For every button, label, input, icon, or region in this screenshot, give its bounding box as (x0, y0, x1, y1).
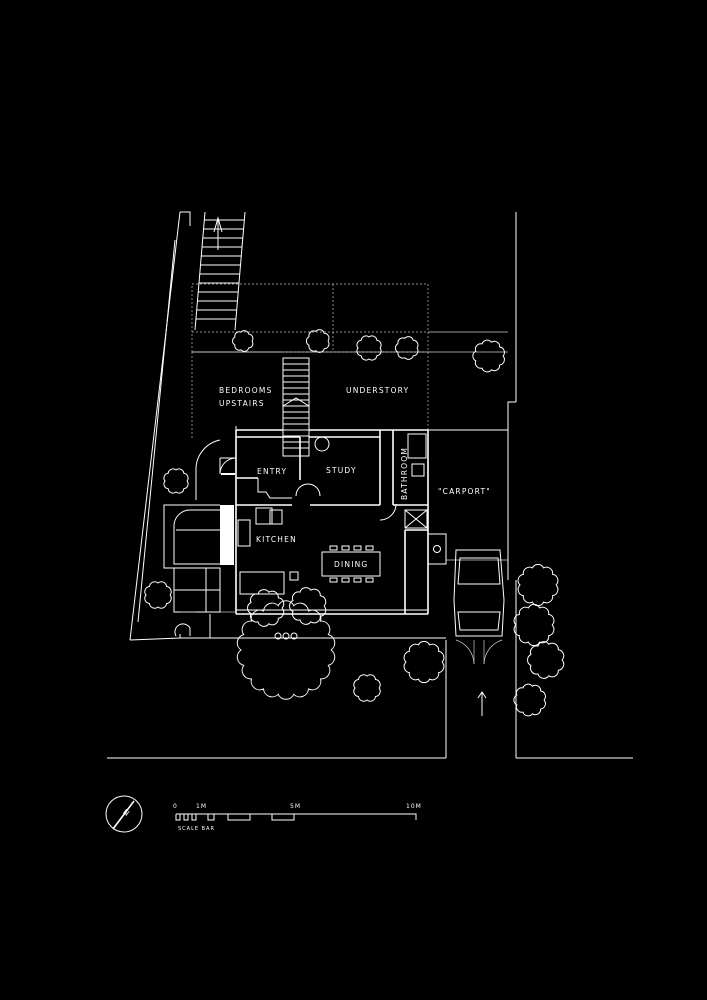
tree (517, 563, 559, 607)
label-bathroom: BATHROOM (400, 447, 409, 500)
label-bedrooms: BEDROOMS (219, 386, 273, 395)
chair (353, 577, 362, 583)
chair (341, 545, 350, 551)
chair (329, 577, 338, 583)
chair (341, 577, 350, 583)
scale-bar: 0 1M 5M 10M SCALE BAR (173, 803, 422, 832)
label-kitchen: KITCHEN (256, 535, 297, 544)
label-study: STUDY (326, 466, 357, 475)
label-dining: DINING (334, 560, 368, 569)
tree (513, 683, 546, 717)
north-arrow: N (105, 795, 143, 833)
tree (513, 603, 555, 647)
tree (144, 581, 172, 609)
tree-trunk (282, 632, 290, 640)
tree (232, 330, 254, 352)
tree-trunk (290, 632, 298, 640)
tree (394, 336, 419, 360)
label-upstairs: UPSTAIRS (219, 399, 265, 408)
scale-tick-5m: 5M (290, 803, 301, 810)
carport (428, 429, 508, 716)
tree (289, 587, 327, 625)
chair (365, 577, 374, 583)
external-stair (194, 211, 246, 331)
tree (403, 640, 445, 684)
chair (365, 545, 374, 551)
west-terrace (163, 504, 236, 638)
tree (247, 589, 285, 627)
label-understory: UNDERSTORY (346, 386, 409, 395)
tree (305, 329, 330, 353)
scale-tick-10m: 10M (406, 803, 422, 810)
chair (353, 545, 362, 551)
tree (163, 468, 189, 494)
tree-trunk (274, 632, 282, 640)
scale-tick-1m: 1M (196, 803, 207, 810)
internal-stair (282, 357, 310, 457)
tree (353, 674, 381, 702)
chair (329, 545, 338, 551)
tree (356, 335, 382, 361)
site-boundary (107, 211, 633, 759)
scale-tick-0: 0 (173, 803, 178, 810)
trees (144, 329, 565, 717)
scale-caption: SCALE BAR (178, 826, 215, 832)
tree (527, 641, 565, 679)
label-entry: ENTRY (257, 467, 287, 476)
tree (236, 600, 336, 700)
room-labels: BEDROOMS UPSTAIRS UNDERSTORY ENTRY STUDY… (219, 386, 491, 569)
tree (472, 339, 505, 373)
yard-outlines (191, 283, 508, 440)
north-label: N (121, 807, 132, 818)
house-walls (195, 426, 447, 615)
label-carport: "CARPORT" (438, 487, 491, 496)
